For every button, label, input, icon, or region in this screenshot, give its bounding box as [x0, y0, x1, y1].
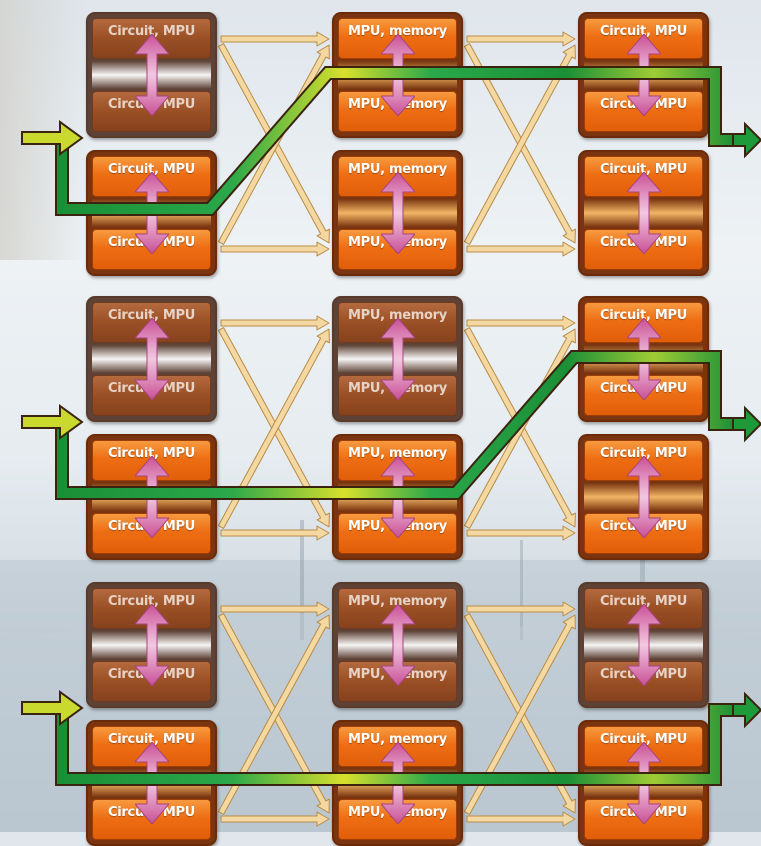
input-arrow-icon [21, 120, 84, 156]
module-label: Circuit, MPU [600, 308, 687, 323]
transfer-arrow [220, 31, 330, 47]
module-label: Circuit, MPU [600, 594, 687, 609]
transfer-arrow [466, 315, 576, 331]
module-label: Circuit, MPU [108, 732, 195, 747]
transfer-arrow [220, 601, 330, 617]
transfer-arrow [466, 601, 576, 617]
signal-path [57, 68, 735, 214]
module-label: Circuit, MPU [108, 446, 195, 461]
module-label: MPU, memory [348, 732, 447, 747]
module-label: MPU, memory [348, 308, 447, 323]
transfer-arrow [466, 525, 576, 541]
output-arrow-icon [732, 405, 761, 443]
module-label: Circuit, MPU [600, 732, 687, 747]
module-label: Circuit, MPU [108, 162, 195, 177]
module-label: Circuit, MPU [108, 594, 195, 609]
transfer-arrow [220, 315, 330, 331]
input-arrow-icon [21, 404, 84, 440]
double-headed-arrow-icon [135, 604, 169, 686]
double-headed-arrow-icon [381, 172, 415, 254]
transfer-arrow [466, 31, 576, 47]
signal-path-outline [55, 350, 735, 500]
module-label: Circuit, MPU [600, 24, 687, 39]
transfer-arrow [220, 811, 330, 827]
transfer-arrow [466, 811, 576, 827]
transfer-arrow [220, 525, 330, 541]
module-label: Circuit, MPU [600, 162, 687, 177]
module-label: Circuit, MPU [600, 446, 687, 461]
output-arrow-icon [732, 121, 761, 159]
signal-path-outline [55, 703, 735, 786]
transfer-arrow [466, 241, 576, 257]
module-label: MPU, memory [348, 24, 447, 39]
module-label: Circuit, MPU [108, 308, 195, 323]
double-headed-arrow-icon [135, 34, 169, 116]
output-arrow-icon [732, 691, 761, 729]
double-headed-arrow-icon [627, 604, 661, 686]
double-headed-arrow-icon [135, 318, 169, 400]
double-headed-arrow-icon [627, 172, 661, 254]
transfer-arrow [220, 241, 330, 257]
signal-path-outline [55, 66, 735, 216]
input-arrow-icon [21, 690, 84, 726]
signal-path [57, 705, 735, 784]
transfer-arrow-cross [463, 44, 576, 245]
module-top: MPU, memory [338, 156, 457, 197]
module-label: Circuit, MPU [108, 24, 195, 39]
double-headed-arrow-icon [381, 318, 415, 400]
module-label: MPU, memory [348, 446, 447, 461]
signal-path [57, 352, 735, 498]
module-label: MPU, memory [348, 162, 447, 177]
module-label: MPU, memory [348, 594, 447, 609]
double-headed-arrow-icon [627, 456, 661, 538]
double-headed-arrow-icon [381, 604, 415, 686]
